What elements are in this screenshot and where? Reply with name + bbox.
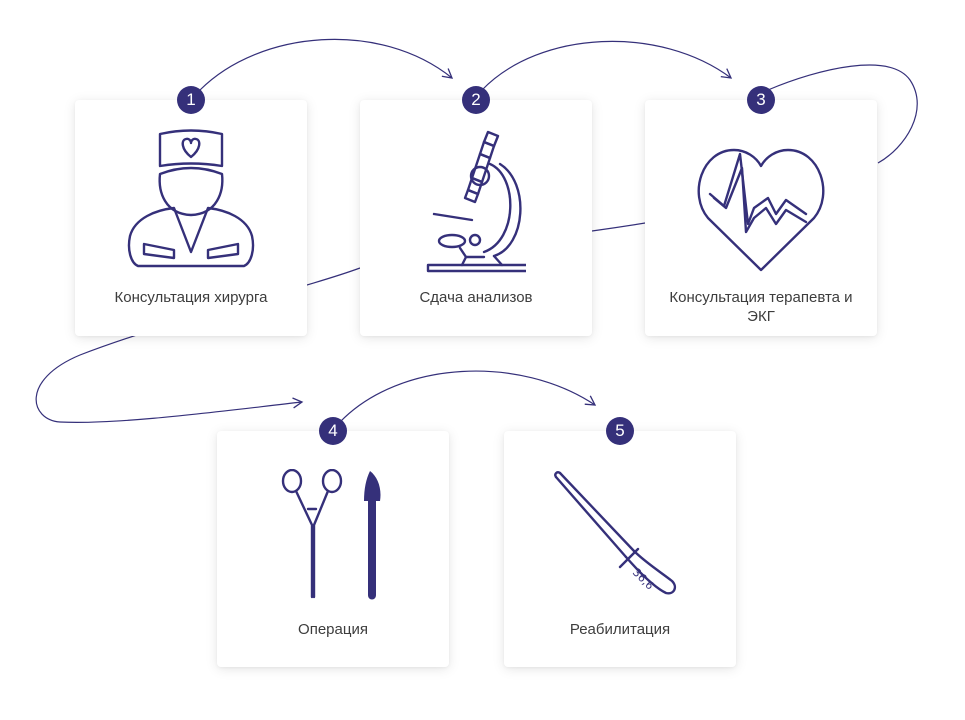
- connector-4-5: [339, 370, 597, 423]
- step-card-3: 3 Консультация терапевта и ЭКГ: [645, 86, 877, 336]
- step-number-badge: 1: [177, 86, 205, 114]
- step-card-4: 4 Операция: [217, 417, 449, 667]
- step-number-badge: 4: [319, 417, 347, 445]
- step-number-badge: 2: [462, 86, 490, 114]
- surgical-instruments-icon: [281, 469, 381, 600]
- step-card-1: 1 Консультация хирурга: [75, 86, 307, 336]
- thermometer-reading: 36,6: [630, 566, 657, 593]
- microscope-icon: [426, 130, 526, 273]
- step-card-2: 2 Сдача анализов: [360, 86, 592, 336]
- connector-1-2: [199, 38, 454, 91]
- heart-ecg-icon: [697, 148, 825, 272]
- thermometer-icon: 36,6: [554, 471, 677, 595]
- connector-2-3: [481, 40, 733, 91]
- step-label: Консультация терапевта и ЭКГ: [669, 289, 853, 325]
- step-card-5: 5 36,6 Реабилитация: [504, 417, 736, 667]
- surgeon-icon: [127, 129, 255, 268]
- step-label: Консультация хирурга: [114, 289, 268, 306]
- step-label: Сдача анализов: [419, 289, 533, 306]
- step-label: Операция: [298, 621, 368, 638]
- step-number-badge: 3: [747, 86, 775, 114]
- step-number-badge: 5: [606, 417, 634, 445]
- step-label: Реабилитация: [569, 621, 671, 638]
